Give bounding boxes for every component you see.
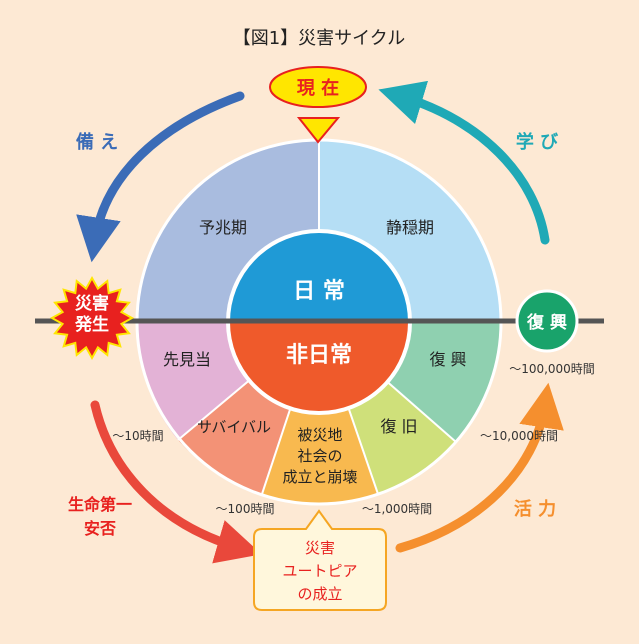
utopia-line2: ユートピア [282, 562, 357, 580]
sector-collapse-line2: 社会の [297, 447, 342, 465]
time-label-100000: 〜100,000時間 [509, 362, 595, 376]
label-seimei-line2: 安否 [84, 519, 116, 538]
time-label-10000: 〜10,000時間 [480, 429, 558, 443]
now-marker: 現 在 [269, 66, 367, 144]
label-sonae: 備 え [76, 131, 118, 153]
center-upper [228, 231, 410, 322]
center-lower-label: 非日常 [286, 342, 352, 368]
diagram-title: 【図1】災害サイクル [233, 28, 406, 49]
recovery-badge-circle [515, 289, 579, 353]
sector-miatou-label: 先見当 [163, 350, 211, 369]
utopia-box [253, 509, 387, 611]
utopia-line1: 災害 [305, 539, 335, 557]
arrow-sonae [76, 91, 245, 263]
arrow-manabi [378, 80, 550, 245]
recovery-badge: 復 興 [515, 289, 579, 353]
time-label-1000: 〜1,000時間 [362, 502, 432, 516]
label-katsuryoku: 活 力 [514, 498, 556, 520]
arrow-katsuryoku [395, 382, 564, 553]
time-label-10: 〜10時間 [112, 429, 163, 443]
sector-collapse-line3: 成立と崩壊 [282, 468, 357, 486]
recovery-badge-label: 復 興 [526, 312, 567, 333]
disaster-label-line2: 発生 [74, 314, 109, 335]
now-label: 現 在 [297, 77, 339, 99]
sector-collapse-line1: 被災地 [297, 426, 342, 444]
disaster-burst: 災害 発生 [49, 275, 135, 361]
sector-fukkyu-label: 復 旧 [380, 417, 417, 436]
sector-yochouki-label: 予兆期 [199, 218, 247, 237]
center-lower [228, 322, 410, 413]
utopia-line3: の成立 [297, 585, 342, 603]
sector-fukkou-label: 復 興 [429, 350, 466, 369]
now-pointer [296, 117, 341, 144]
now-badge [269, 66, 367, 108]
time-label-100: 〜100時間 [216, 502, 275, 516]
sector-seionki-label: 静穏期 [386, 218, 434, 237]
sector-survival-label: サバイバル [197, 418, 271, 436]
utopia-callout: 災害 ユートピア の成立 [253, 509, 387, 611]
disaster-burst-shape [49, 275, 135, 361]
label-seimei-line1: 生命第一 [68, 495, 132, 514]
center-upper-label: 日 常 [293, 278, 345, 304]
label-manabi: 学 び [516, 131, 559, 153]
arrow-seimei [90, 400, 262, 564]
disaster-label-line1: 災害 [75, 293, 109, 314]
